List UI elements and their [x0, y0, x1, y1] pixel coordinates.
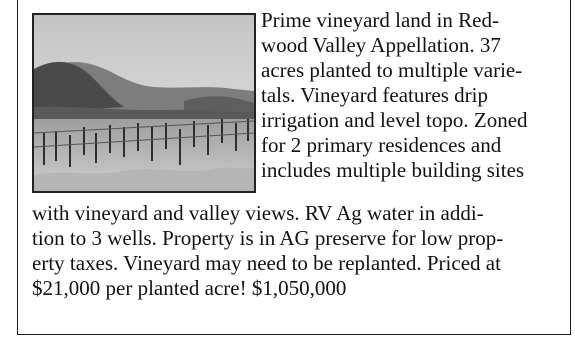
- listing-text-line: includes multiple building sites: [261, 158, 525, 182]
- listing-block: Prime vineyard land in Red- wood Valley …: [32, 8, 568, 301]
- listing-text-line: erty taxes. Vineyard may need to be repl…: [32, 251, 501, 275]
- listing-text-line: $21,000 per planted acre! $1,050,000: [32, 276, 347, 300]
- listing-text-line: for 2 primary residences and: [261, 133, 502, 157]
- listing-frame: [17, 0, 571, 335]
- listing-text-line: acres planted to multiple varie-: [261, 58, 523, 82]
- listing-text-line: tion to 3 wells. Property is in AG prese…: [32, 226, 504, 250]
- listing-text-line: with vineyard and valley views. RV Ag wa…: [32, 201, 484, 225]
- listing-text-line: irrigation and level topo. Zoned: [261, 108, 528, 132]
- listing-text-line: Prime vineyard land in Red-: [261, 8, 499, 32]
- vineyard-photo: [32, 13, 256, 193]
- listing-text-line: tals. Vineyard features drip: [261, 83, 488, 107]
- listing-text-line: wood Valley Appellation. 37: [261, 33, 501, 57]
